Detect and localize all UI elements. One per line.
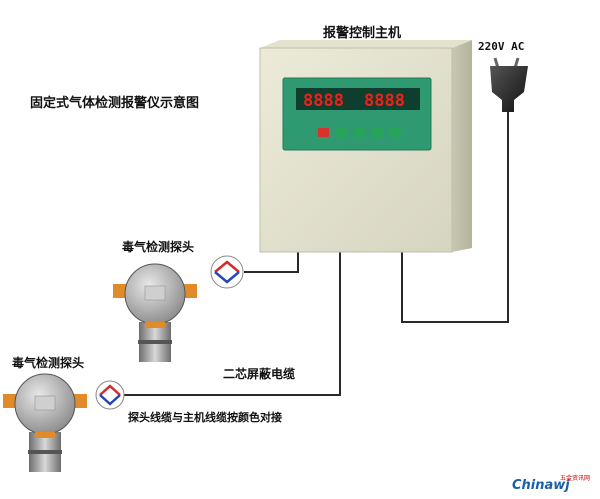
- connector1-red-wire: [214, 260, 240, 273]
- probe2-left-arm: [3, 394, 17, 408]
- cable-label: 二芯屏蔽电缆: [223, 367, 296, 381]
- key-alarm-button[interactable]: [318, 128, 329, 137]
- display-digits-left: 8888: [303, 91, 344, 111]
- connector1: [210, 255, 244, 289]
- probe1-label: 毒气检测探头: [122, 240, 195, 254]
- watermark-sub: 五金资讯网: [560, 475, 591, 482]
- wiring-note: 探头线缆与主机线缆按颜色对接: [128, 411, 282, 424]
- display-window: [296, 88, 420, 110]
- cable-probe2-host: [122, 250, 341, 396]
- host-controller-label: 报警控制主机: [323, 26, 402, 41]
- connector1-circle: [210, 255, 244, 289]
- probe2-neck: [35, 432, 55, 438]
- plug-body-icon: [490, 66, 528, 112]
- cable-probe1-host: [244, 250, 299, 273]
- probe2-right-arm: [73, 394, 87, 408]
- host-box-side: [452, 40, 472, 252]
- key-down-button[interactable]: [390, 128, 401, 137]
- connector2: [95, 380, 125, 410]
- probe2: [3, 373, 87, 472]
- probe1-left-arm: [113, 284, 127, 298]
- probe2-label: 毒气检测探头: [12, 356, 85, 370]
- probe1-right-arm: [183, 284, 197, 298]
- probe2-cylinder-band: [28, 450, 62, 454]
- power-label: 220V AC: [478, 40, 525, 53]
- connector2-circle: [95, 380, 125, 410]
- connector2-blue-wire: [99, 394, 121, 406]
- cables: [122, 112, 509, 396]
- display-digits-right: 8888: [364, 91, 405, 111]
- host-controller: 8888 8888: [259, 40, 472, 253]
- connector1-blue-wire: [214, 271, 240, 284]
- cable-power: [401, 112, 509, 323]
- probe1-label-plate: [144, 285, 166, 301]
- probe1-cylinder-band: [138, 340, 172, 344]
- connector2-red-wire: [99, 384, 121, 396]
- keypad: [318, 128, 401, 137]
- key-set-button[interactable]: [354, 128, 365, 137]
- key-left-button[interactable]: [336, 128, 347, 137]
- diagram-title: 固定式气体检测报警仪示意图: [30, 96, 200, 111]
- host-box-top: [260, 40, 472, 48]
- probe2-label-plate: [34, 395, 56, 411]
- power-plug: [490, 57, 528, 112]
- probe1-neck: [145, 322, 165, 328]
- key-up-button[interactable]: [372, 128, 383, 137]
- probe1: [113, 263, 197, 362]
- watermark-brand: Chinawj: [512, 478, 570, 493]
